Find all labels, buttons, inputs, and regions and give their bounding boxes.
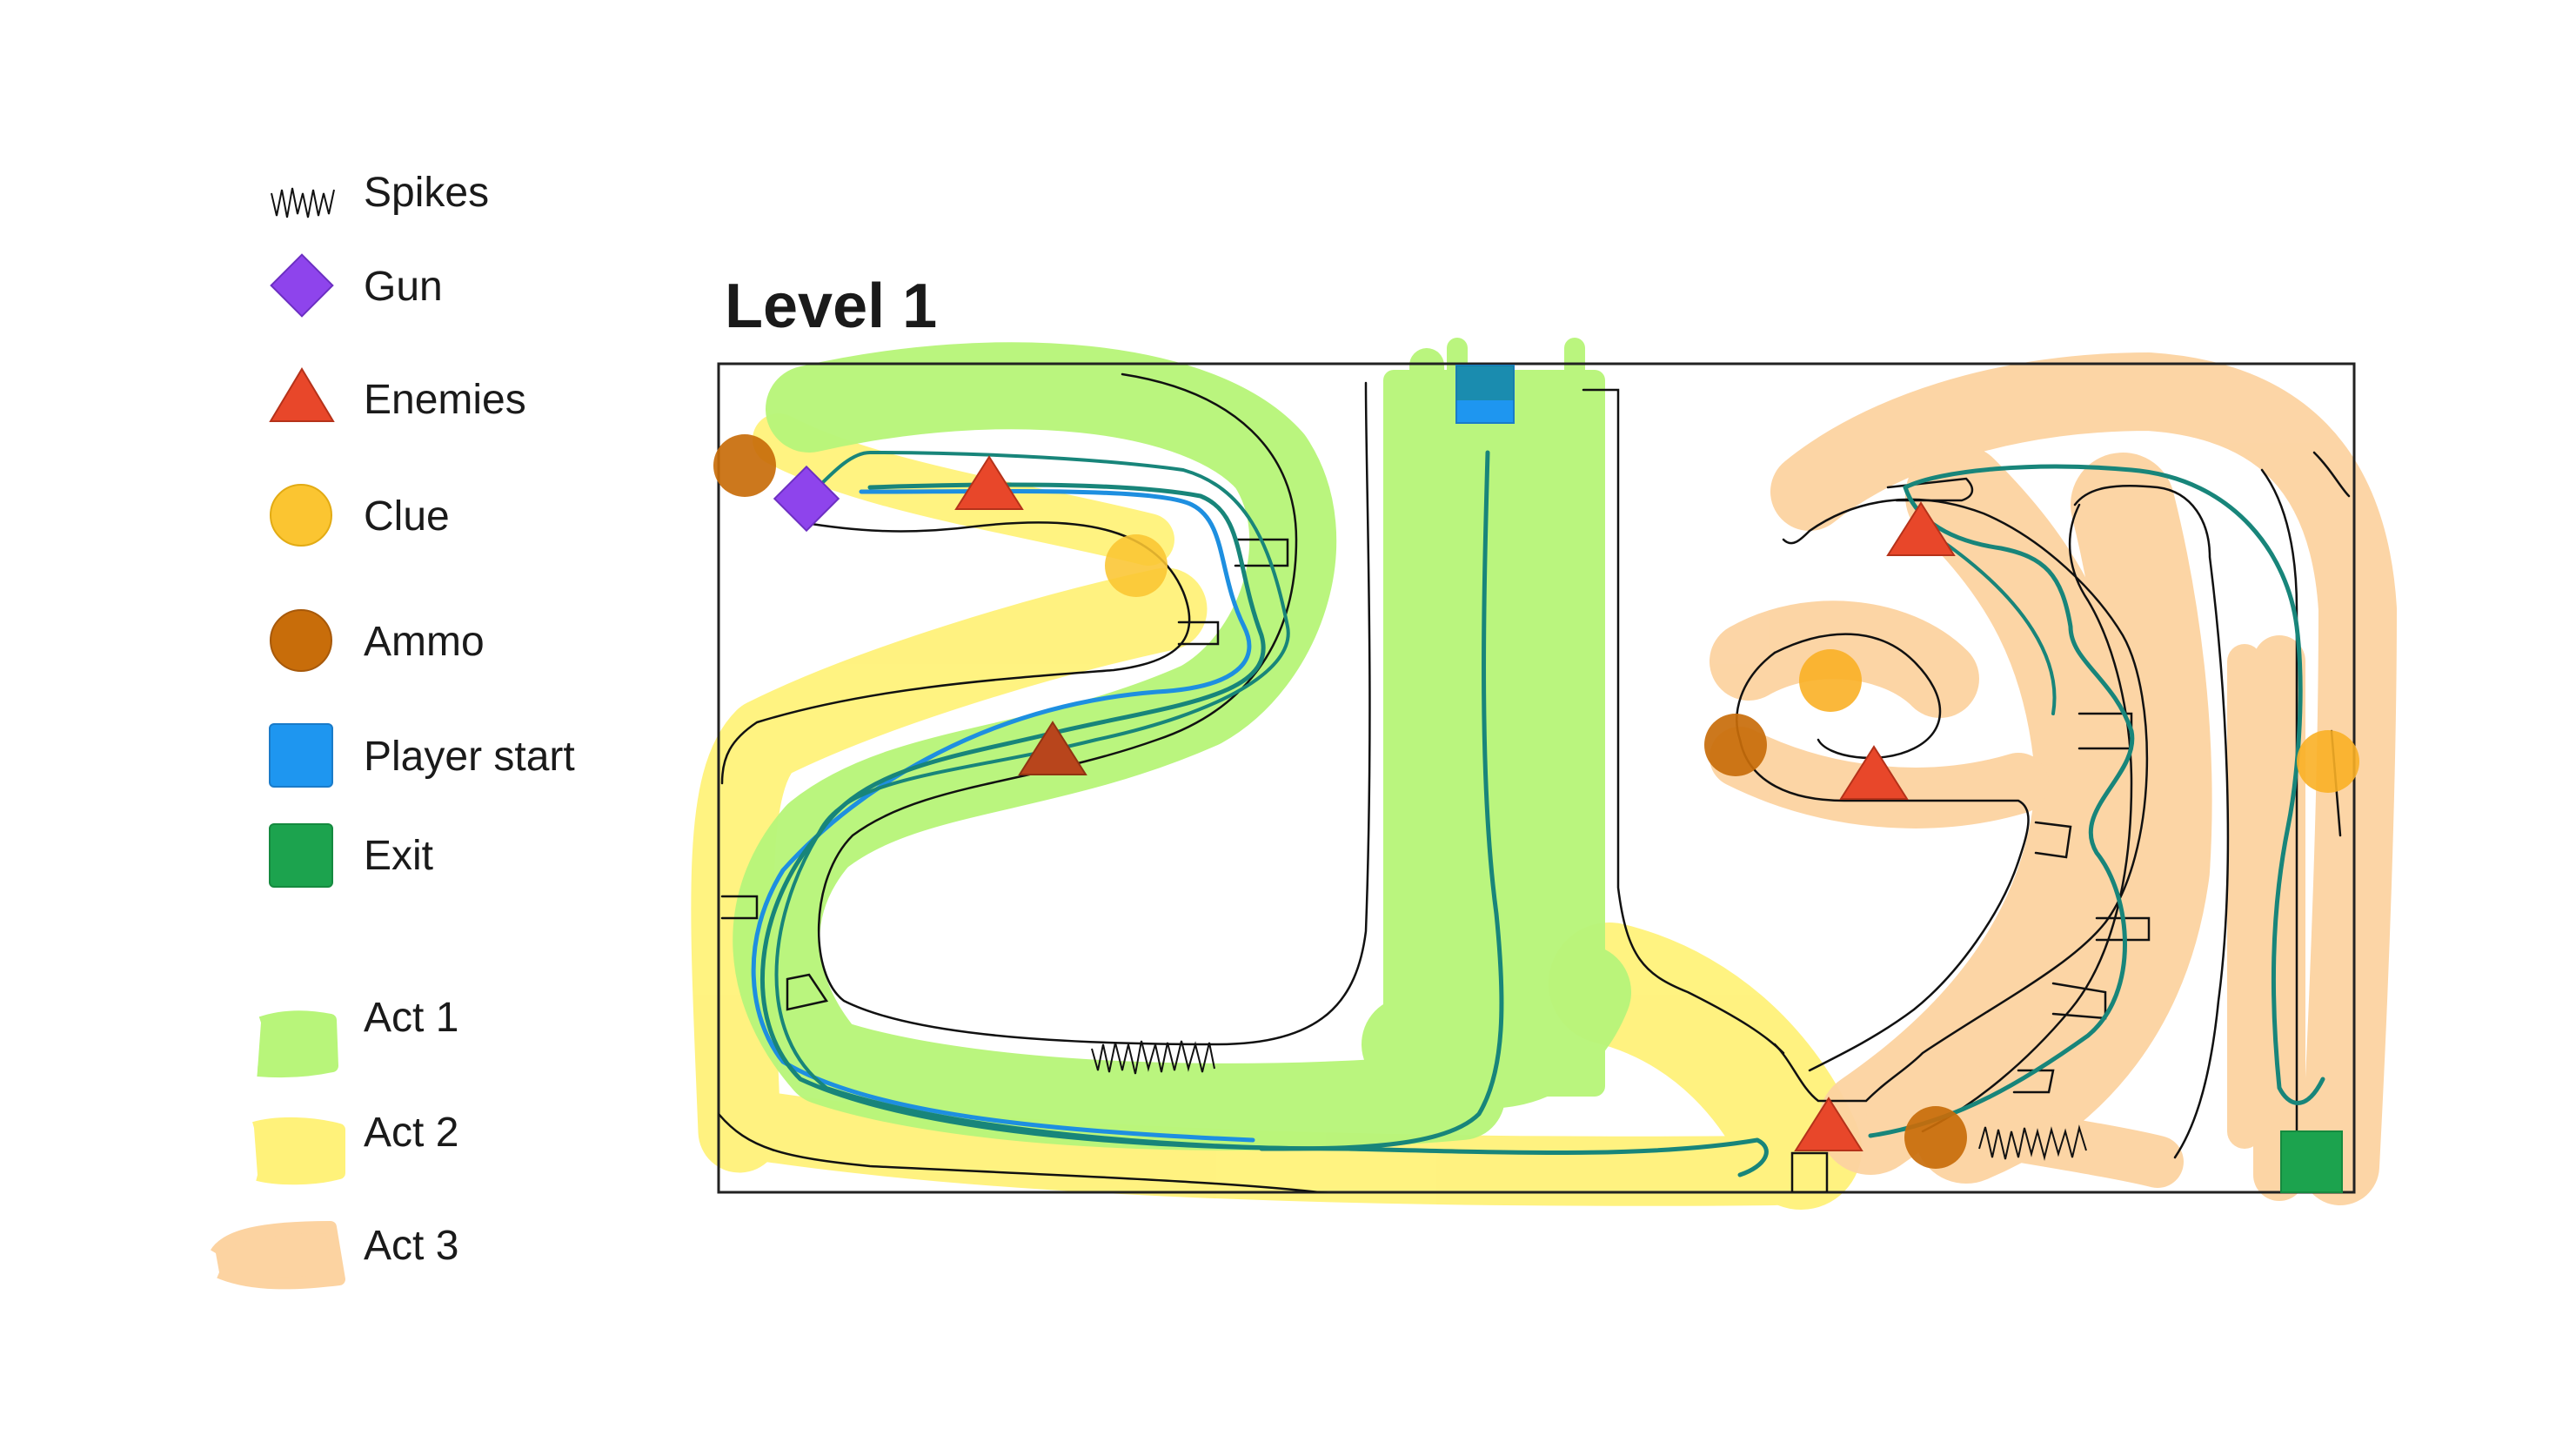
spikes-trap-icon bbox=[1978, 1124, 2087, 1161]
legend-act3-label: Act 3 bbox=[364, 1223, 459, 1269]
level-title: Level 1 bbox=[725, 272, 938, 341]
act3-zone bbox=[1710, 352, 2397, 1205]
enemy-icon bbox=[1794, 1097, 1863, 1151]
act3-swatch-icon bbox=[211, 1221, 345, 1290]
enemy-icon bbox=[1886, 501, 1956, 556]
triangle-icon bbox=[269, 367, 335, 422]
map-markers bbox=[713, 365, 2359, 1193]
legend-act2-label: Act 2 bbox=[364, 1110, 459, 1156]
clue-icon bbox=[1799, 649, 1862, 712]
legend-ammo-label: Ammo bbox=[364, 619, 485, 665]
enemy-icon bbox=[954, 455, 1024, 510]
ammo-icon bbox=[1704, 714, 1767, 776]
spikes-trap-icon bbox=[1091, 1040, 1215, 1075]
act1-swatch-icon bbox=[257, 1010, 338, 1078]
exit-icon bbox=[2280, 1130, 2343, 1193]
exit-square-icon bbox=[269, 823, 333, 888]
enemy-icon bbox=[1018, 721, 1087, 775]
zone-highlights bbox=[691, 338, 2397, 1210]
legend-act1-label: Act 1 bbox=[364, 995, 459, 1041]
ammo-icon bbox=[1904, 1106, 1967, 1169]
enemy-icon bbox=[1839, 745, 1909, 800]
legend-player-start-label: Player start bbox=[364, 734, 575, 780]
clue-icon bbox=[1105, 534, 1168, 597]
clue-circle-icon bbox=[270, 484, 332, 547]
player-routes bbox=[751, 450, 2325, 1177]
act3-route-line-2 bbox=[1938, 538, 2057, 715]
ammo-icon bbox=[713, 434, 776, 497]
ammo-circle-icon bbox=[270, 609, 332, 672]
spikes-icon bbox=[271, 187, 335, 218]
alt-route-line bbox=[751, 488, 1255, 1143]
player-start-square-icon bbox=[269, 723, 333, 788]
act3-route-line bbox=[1868, 464, 2325, 1138]
main-route-line-2 bbox=[774, 451, 1359, 1150]
act2-swatch-icon bbox=[252, 1117, 345, 1185]
legend-clue-label: Clue bbox=[364, 493, 450, 540]
act1-zone bbox=[733, 338, 1631, 1150]
legend-gun-label: Gun bbox=[364, 264, 443, 310]
spike-traps bbox=[1091, 1040, 2087, 1161]
gun-icon bbox=[773, 465, 840, 533]
clue-icon bbox=[2297, 730, 2359, 793]
legend-exit-label: Exit bbox=[364, 833, 434, 879]
player-start-overlap bbox=[1456, 366, 1514, 400]
legend-icons bbox=[211, 187, 345, 1290]
vertical-route-line bbox=[1259, 450, 1504, 1151]
legend-spikes-label: Spikes bbox=[364, 170, 490, 216]
diamond-icon bbox=[270, 253, 334, 318]
legend-enemies-label: Enemies bbox=[364, 377, 526, 423]
